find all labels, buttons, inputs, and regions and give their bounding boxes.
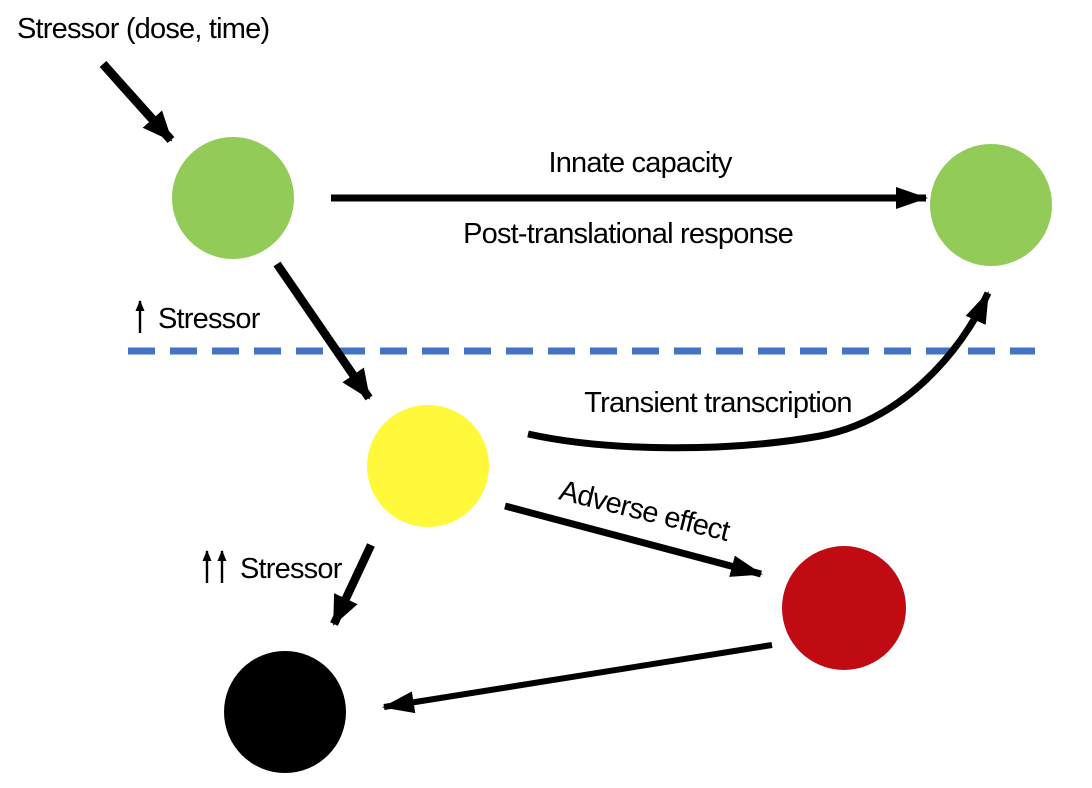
transient-transcription-label: Transient transcription (584, 387, 851, 419)
stressor-input-arrow (99, 60, 175, 144)
stressor-double-increase-label: Stressor (240, 553, 343, 585)
yellow-circle (367, 405, 489, 527)
stressor-increase-label: Stressor (158, 303, 261, 335)
red-to-black-arrow (382, 642, 773, 714)
green-circle-end (930, 144, 1052, 266)
red-circle (782, 546, 906, 670)
yellow-to-black-arrow (330, 543, 375, 626)
black-circle (224, 651, 346, 773)
adverse-effect-label: Adverse effect (556, 475, 733, 548)
innate-capacity-label: Innate capacity (548, 147, 732, 179)
transient-transcription-arrow (527, 291, 992, 452)
stressor-input-label: Stressor (dose, time) (17, 13, 269, 45)
green-circle-start (172, 137, 294, 259)
green-to-yellow-arrow (273, 261, 373, 401)
adverse-effect-arrow (504, 502, 763, 578)
post-translational-response-label: Post-translational response (463, 218, 793, 250)
